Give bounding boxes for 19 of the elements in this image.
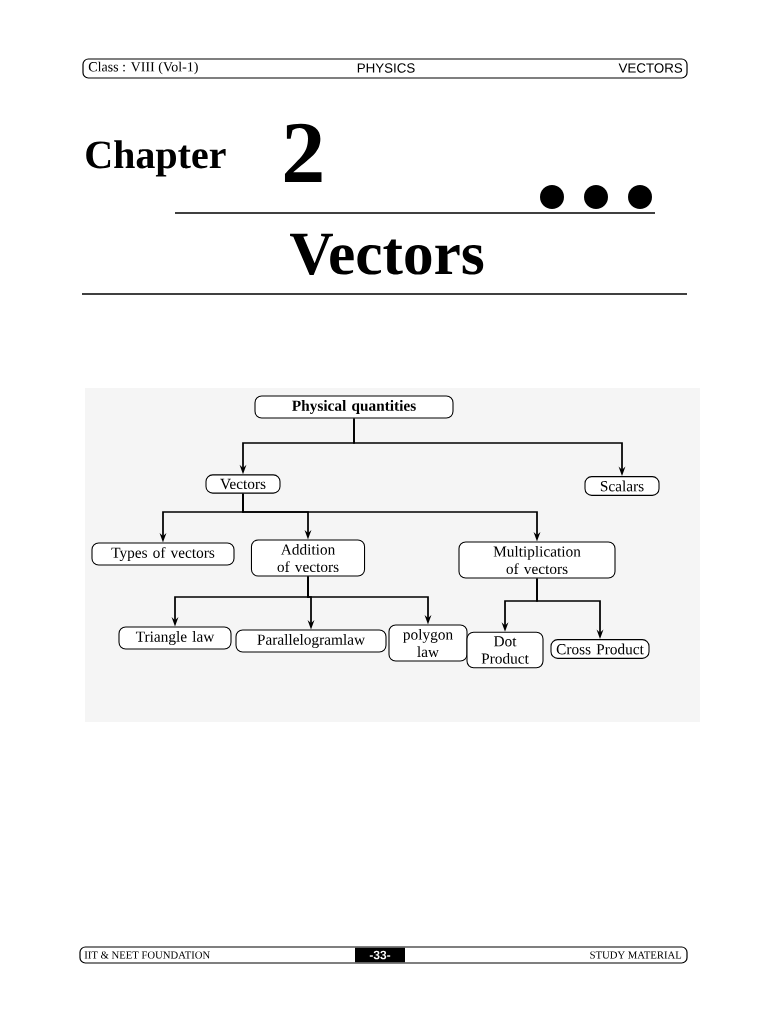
- concept-box: polygon law: [388, 624, 468, 662]
- concept-box: Addition of vectors: [250, 539, 366, 577]
- footer-text: IIT & NEET FOUNDATION: [84, 951, 210, 959]
- header-text: Class : VIII (Vol-1): [88, 61, 198, 75]
- concept-box: Dot Product: [466, 631, 544, 669]
- chapter-number: 2: [284, 123, 322, 182]
- footer-text: STUDY MATERIAL: [590, 951, 682, 959]
- header-text: PHYSICS: [357, 63, 415, 73]
- concept-box: Scalars: [584, 476, 660, 496]
- concept-box: Cross Product: [550, 639, 650, 659]
- concept-box: Multiplication of vectors: [458, 541, 616, 579]
- chapter-heading: Chapter: [86, 140, 226, 177]
- concept-box: Types of vectors: [91, 542, 235, 566]
- concept-box: Triangle law: [118, 626, 232, 650]
- header-text: VECTORS: [618, 63, 683, 73]
- concept-box: Physical quantities: [254, 395, 454, 419]
- chapter-title: Vectors: [290, 233, 484, 275]
- concept-box: Parallelogramlaw: [235, 629, 387, 653]
- concept-box: Vectors: [205, 474, 281, 494]
